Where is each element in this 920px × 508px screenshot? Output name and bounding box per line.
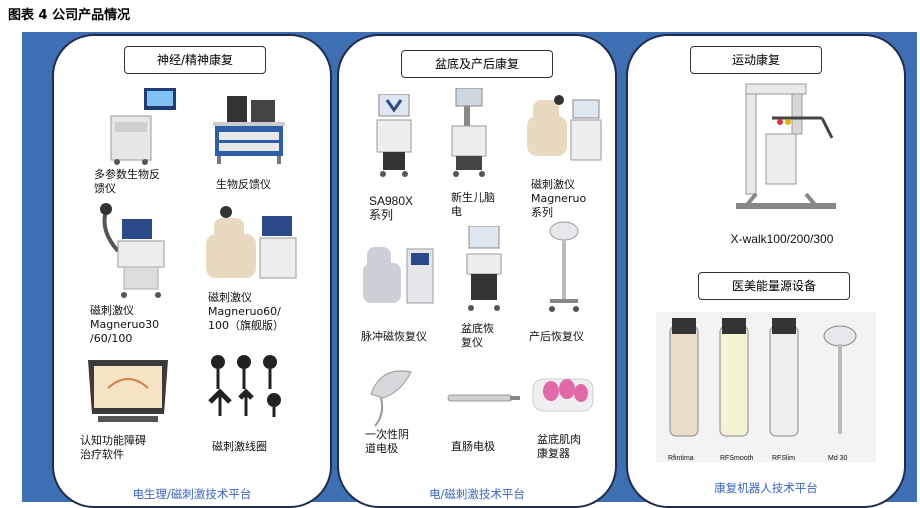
product-caption: 生物反馈仪 (216, 178, 271, 191)
product-caption: 盆底恢 复仪 (461, 322, 494, 349)
panel-pelvic-postpartum: 盆底及产后康复 SA980X 系列 新生儿脑 电 磁刺激仪 Magneruo 系… (337, 34, 617, 508)
panel-neuro-rehab: 神经/精神康复 多参数生物反 馈仪 生物反馈仪 磁刺激仪 Magneruo30 … (52, 34, 332, 508)
product-image-postpartum-recovery (544, 221, 584, 316)
product-caption: 直肠电极 (451, 440, 495, 453)
device-label: Md 30 (828, 455, 848, 462)
panel-heading: 盆底及产后康复 (401, 50, 553, 78)
panel-subheading: 医美能量源设备 (698, 272, 850, 300)
figure-title: 图表 4 公司产品情况 (8, 8, 131, 23)
product-image-magneruo-series (525, 94, 605, 174)
product-caption: 脉冲磁恢复仪 (361, 330, 427, 343)
product-image-pulse-magnetic (361, 241, 441, 311)
product-image-biofeedback (209, 88, 289, 168)
product-image-magneruo-30 (94, 201, 174, 301)
panel-footer: 电生理/磁刺激技术平台 (132, 487, 252, 501)
product-caption: SA980X 系列 (369, 194, 414, 222)
product-caption: 盆底肌肉 康复器 (537, 433, 581, 460)
product-image-magneruo-flagship (204, 204, 304, 294)
product-caption: 磁刺激仪 Magneruo60/ 100（旗舰版） (208, 291, 284, 332)
product-image-neonatal-eeg (444, 88, 494, 178)
product-image-rectal-electrode (444, 388, 524, 408)
product-caption: 新生儿脑 电 (451, 191, 495, 218)
product-image-magnetic-coils (204, 352, 294, 422)
product-caption: 磁刺激仪 Magneruo30 /60/100 (90, 304, 160, 345)
panel-footer: 电/磁刺激技术平台 (429, 487, 525, 501)
product-image-cognitive-software (78, 356, 178, 426)
device-label: RFSmooth (720, 455, 754, 462)
product-caption: 产后恢复仪 (529, 330, 584, 343)
device-label: Rfintima (668, 455, 694, 462)
product-image-pelvic-muscle-trainer (529, 371, 599, 416)
product-caption: 一次性阴 道电极 (365, 428, 409, 455)
product-caption: 认知功能障碍 治疗软件 (80, 434, 146, 461)
device-label: RFSlim (772, 455, 795, 462)
product-image-aesthetic-devices (656, 312, 876, 462)
product-caption: 磁刺激线圈 (212, 440, 267, 453)
panel-heading: 运动康复 (690, 46, 822, 74)
panel-heading: 神经/精神康复 (124, 46, 266, 74)
product-caption: 多参数生物反 馈仪 (94, 168, 160, 195)
product-caption: 磁刺激仪 Magneruo 系列 (531, 178, 587, 219)
product-image-multiparam-biofeedback (99, 86, 179, 166)
product-image-pelvic-recovery (459, 226, 509, 316)
panel-footer: 康复机器人技术平台 (714, 481, 818, 495)
product-image-x-walk (726, 78, 846, 218)
panel-sports-rehab: 运动康复 X-walk100/200/300 医美能量源设备 Rfintima … (626, 34, 906, 508)
product-image-sa980x (369, 94, 419, 179)
product-image-vaginal-electrode (361, 364, 421, 429)
product-caption: X-walk100/200/300 (730, 232, 834, 246)
